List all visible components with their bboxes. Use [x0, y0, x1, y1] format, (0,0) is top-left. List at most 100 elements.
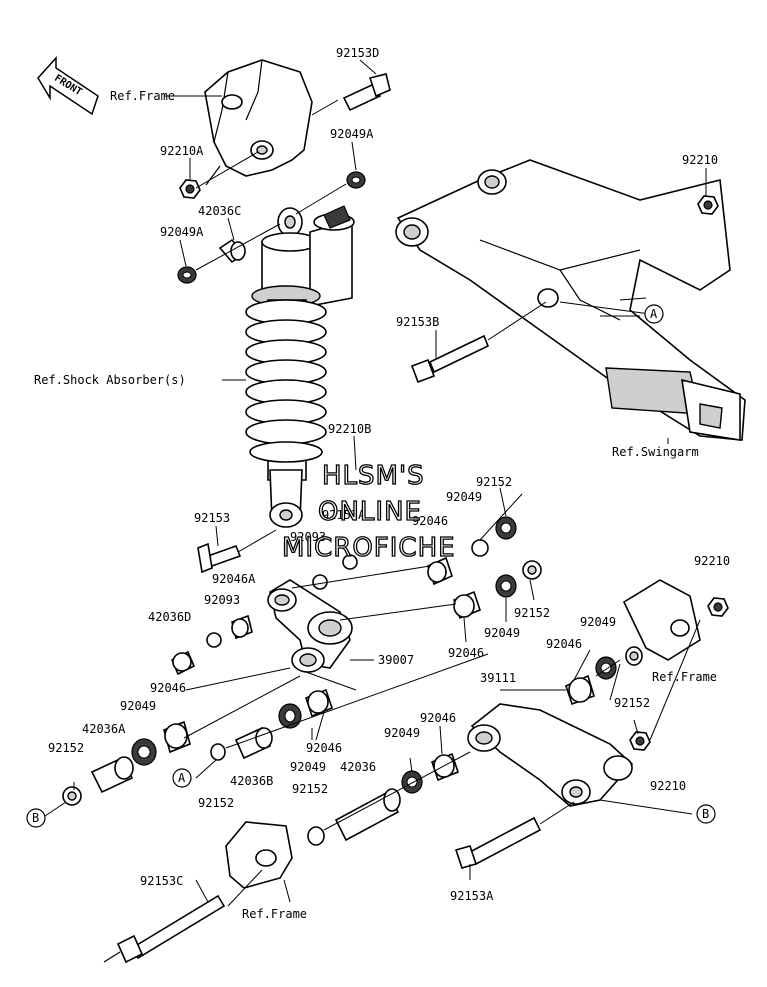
link-rod-39007 [267, 579, 353, 673]
nut-92210-upper [697, 195, 719, 215]
label-42036A: 42036A [82, 722, 126, 736]
lower-frame-bracket [225, 821, 293, 889]
bolt-92153A [454, 816, 542, 869]
label-92046-d: 92046 [150, 681, 186, 695]
label-92049-a: 92049 [446, 490, 482, 504]
bolt-92153D [311, 73, 391, 116]
label-92046-b: 92046 [448, 646, 484, 660]
upper-frame-bracket [204, 59, 313, 186]
label-39111: 39111 [480, 671, 516, 685]
seal-92049-d [278, 703, 302, 729]
washer-92152-c [62, 786, 82, 806]
label-42036D: 42036D [148, 610, 191, 624]
label-92049-c: 92049 [580, 615, 616, 629]
label-92046-c: 92046 [546, 637, 582, 651]
watermark-line-3: MICROFICHE [282, 533, 456, 563]
marker-a-lower: A [172, 768, 192, 788]
label-92152-e: 92152 [198, 796, 234, 810]
seal-92049-f [595, 656, 617, 680]
bolt-92153B [410, 334, 490, 384]
shock-spring [245, 299, 327, 463]
collar-42036 [334, 788, 401, 842]
bearing-92046-c [163, 720, 191, 754]
label-92046-a: 92046 [412, 514, 448, 528]
watermark-line-2: ONLINE [318, 497, 422, 527]
marker-b-left-label: B [32, 811, 39, 825]
label-92049-f: 92049 [290, 760, 326, 774]
seal-92049A-lower [177, 266, 197, 284]
watermark-line-1: HLSM'S [322, 461, 425, 491]
part-labels: 92153D Ref.Frame 92210A 92049A 42036C 92… [34, 46, 730, 921]
seal-92049-c [131, 738, 157, 766]
label-92153D: 92153D [336, 46, 379, 60]
label-92046A: 92046A [212, 572, 256, 586]
right-frame-bracket [622, 579, 701, 661]
label-ref-swingarm: Ref.Swingarm [612, 445, 699, 459]
marker-b-right-label: B [702, 807, 709, 821]
label-92210-upper: 92210 [682, 153, 718, 167]
label-42036: 42036 [340, 760, 376, 774]
marker-b-left: B [26, 808, 46, 828]
leader-lines [41, 59, 707, 907]
label-39007: 39007 [378, 653, 414, 667]
washer-92093-a [312, 574, 328, 590]
washer-92152-f [625, 646, 643, 666]
label-ref-frame-top: Ref.Frame [110, 89, 175, 103]
washer-92152A [342, 554, 358, 570]
marker-a-lower-label: A [178, 771, 186, 785]
marker-a-swingarm: A [644, 304, 664, 324]
label-92153: 92153 [194, 511, 230, 525]
nut-92210-right [707, 597, 729, 617]
marker-b-right: B [696, 804, 716, 824]
collar-42036D [170, 650, 196, 676]
label-92153B: 92153B [396, 315, 439, 329]
bearing-92046-b [453, 590, 481, 620]
bearing-92046-f [565, 674, 595, 706]
watermark: HLSM'S ONLINE MICROFICHE [281, 460, 456, 563]
label-ref-shock: Ref.Shock Absorber(s) [34, 373, 186, 387]
label-92046-f: 92046 [306, 741, 342, 755]
collar-42036A [90, 756, 134, 794]
label-92093-b: 92093 [204, 593, 240, 607]
label-42036B: 42036B [230, 774, 273, 788]
label-92049A-lower: 92049A [160, 225, 204, 239]
link-arm-39111 [467, 703, 634, 807]
label-92152-d: 92152 [48, 741, 84, 755]
washer-92152-r [522, 560, 542, 580]
front-direction-arrow: FRONT [37, 56, 99, 116]
bolt-92153C [103, 894, 226, 964]
bolt-92153 [197, 542, 242, 574]
seal-92049-e [401, 770, 423, 794]
label-92210A: 92210A [160, 144, 204, 158]
label-92152-b: 92152 [514, 606, 550, 620]
label-92049-e: 92049 [384, 726, 420, 740]
washer-92152-e [307, 826, 325, 846]
label-92152-c: 92152 [614, 696, 650, 710]
label-92152-f: 92152 [292, 782, 328, 796]
label-92153A: 92153A [450, 889, 494, 903]
label-ref-frame-bottom: Ref.Frame [242, 907, 307, 921]
nut-92210-lower [629, 731, 651, 751]
label-92049-b: 92049 [484, 626, 520, 640]
washer-92093-b [206, 632, 222, 648]
bearing-92046-d [305, 688, 333, 718]
marker-a-swingarm-label: A [650, 307, 658, 321]
label-92049-d: 92049 [120, 699, 156, 713]
swingarm [395, 159, 746, 441]
seal-92049-r1 [495, 516, 517, 540]
label-ref-frame-right: Ref.Frame [652, 670, 717, 684]
bearing-92046-a [427, 556, 453, 586]
seal-92049A-upper [346, 171, 366, 189]
label-92049A-upper: 92049A [330, 127, 374, 141]
bearing-92046-e [431, 752, 459, 782]
washer-92152-top [471, 539, 489, 557]
bearing-92046A [231, 614, 253, 640]
collar-42036C [218, 238, 246, 264]
nut-92210A [179, 179, 201, 199]
label-92153A-upper: 92153A [322, 508, 366, 522]
seal-92049-r2 [495, 574, 517, 598]
label-92210-lower: 92210 [650, 779, 686, 793]
washer-92152-d [210, 743, 226, 761]
label-92046-e: 92046 [420, 711, 456, 725]
